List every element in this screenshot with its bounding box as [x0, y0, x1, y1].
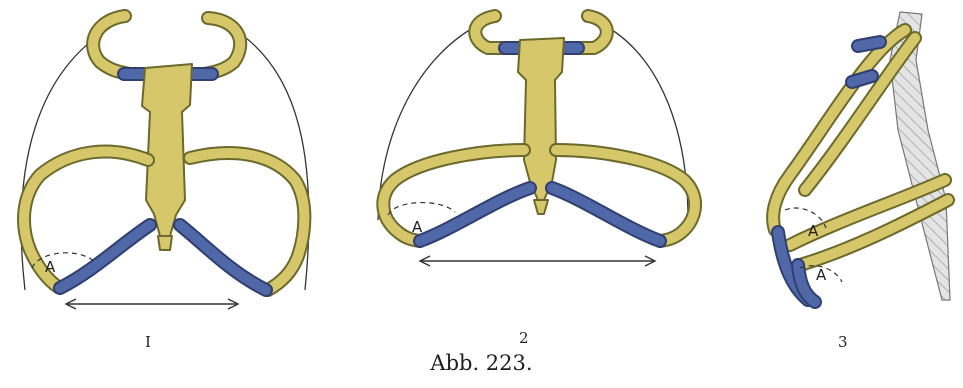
- figure-3-number: 3: [838, 333, 848, 351]
- fig1-angle-label: A: [45, 258, 56, 276]
- fig3-angle-label-upper: A: [808, 222, 819, 240]
- fig1-width-arrow: [66, 299, 238, 309]
- fig2-width-arrow: [420, 256, 655, 266]
- fig2-sternum: [518, 38, 564, 200]
- fig2-angle-label: A: [412, 218, 423, 236]
- figure-2-thorax: A: [378, 16, 695, 266]
- fig1-sternum: [142, 64, 192, 236]
- fig3-angle-label-lower: A: [816, 266, 827, 284]
- figure-1-number: I: [145, 333, 151, 351]
- figure-1-thorax: A: [21, 16, 309, 309]
- fig2-outline-right: [602, 24, 688, 220]
- figure-3-thorax-side: A A: [773, 12, 950, 302]
- figure-2-number: 2: [519, 329, 529, 347]
- figure-caption: Abb. 223.: [0, 351, 963, 375]
